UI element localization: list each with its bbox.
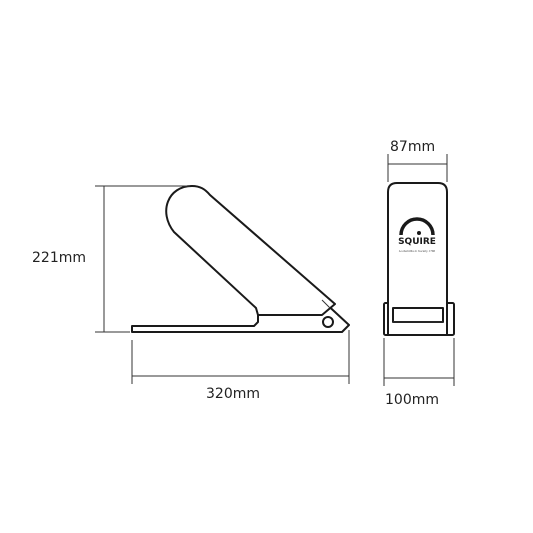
pivot-hole — [322, 316, 334, 328]
height-dimension: 221mm — [32, 185, 190, 333]
side-view — [131, 185, 350, 333]
height-label: 221mm — [32, 250, 86, 266]
base-width-dimension: 100mm — [383, 338, 455, 408]
base-width-label: 100mm — [385, 392, 439, 408]
squire-tagline: Locksmiths to Society 1780 — [398, 249, 436, 253]
front-view-lock-plate — [392, 307, 444, 323]
squire-crest — [417, 231, 421, 235]
side-view-arm — [165, 185, 336, 316]
front-view: SQUIRE Locksmiths to Society 1780 — [383, 182, 455, 336]
squire-logo: SQUIRE Locksmiths to Society 1780 — [398, 217, 436, 253]
squire-arch — [399, 217, 435, 236]
squire-wordmark: SQUIRE — [398, 237, 436, 247]
length-label: 320mm — [206, 386, 260, 402]
length-dimension: 320mm — [131, 330, 350, 402]
top-width-label: 87mm — [390, 139, 435, 155]
side-view-fold-line — [321, 299, 331, 309]
front-view-body — [387, 182, 448, 336]
top-width-dimension: 87mm — [387, 139, 448, 182]
